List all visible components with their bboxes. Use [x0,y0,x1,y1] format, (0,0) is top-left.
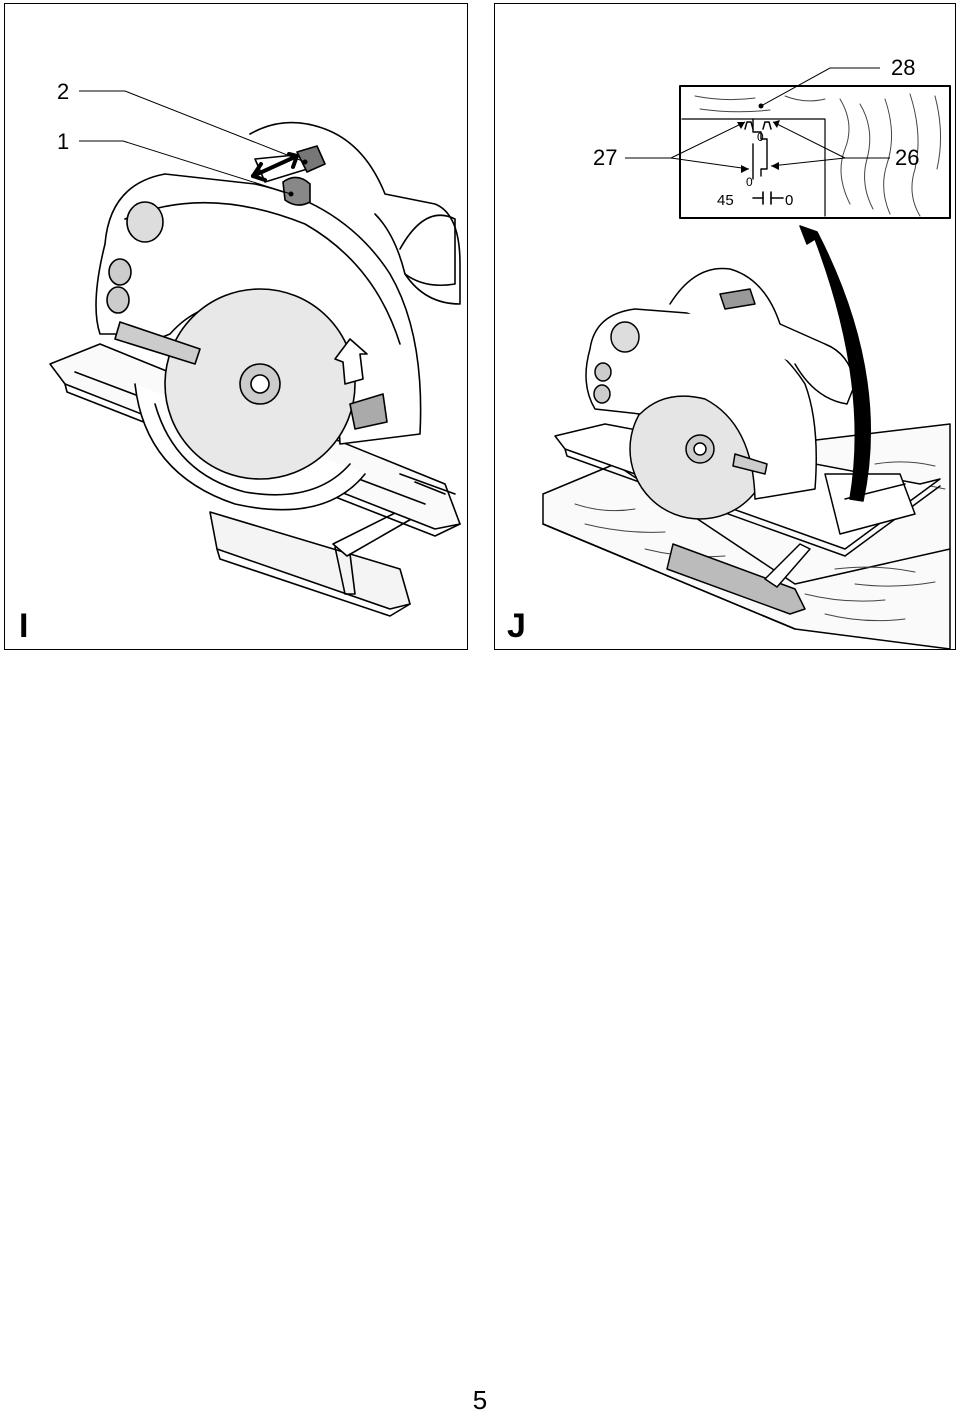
motor-housing [249,121,461,305]
spindle-lock-button [296,145,326,173]
switch-lock-button [282,176,311,206]
callout-28: 28 [891,55,916,80]
inset-mark-bottom: 0 [746,175,753,189]
double-arrow [251,154,299,178]
inset-scale-45: 45 [717,192,734,209]
callout-27: 27 [593,145,618,170]
guard-lever [114,321,201,365]
callout-1: 1 [57,129,70,154]
figure-i-illustration [49,90,461,617]
figure-i-panel: 2 1 I [4,3,468,650]
figure-j-panel: 45 0 0 0 28 27 26 J [494,3,956,650]
figure-j-label: J [507,607,526,645]
callout-2: 2 [57,79,70,104]
figure-j-illustration: 45 0 0 0 [542,67,951,649]
figure-i-label: I [19,607,29,645]
curved-arrow [799,225,871,502]
callout-26: 26 [895,145,920,170]
rip-fence [209,511,411,610]
guard-knob [126,201,164,243]
motor-housing [669,267,856,405]
page-number: 5 [472,1385,488,1415]
inset-scale-0: 0 [785,192,793,209]
inset-detail [679,85,951,219]
inset-mark-top: 0 [757,130,764,144]
